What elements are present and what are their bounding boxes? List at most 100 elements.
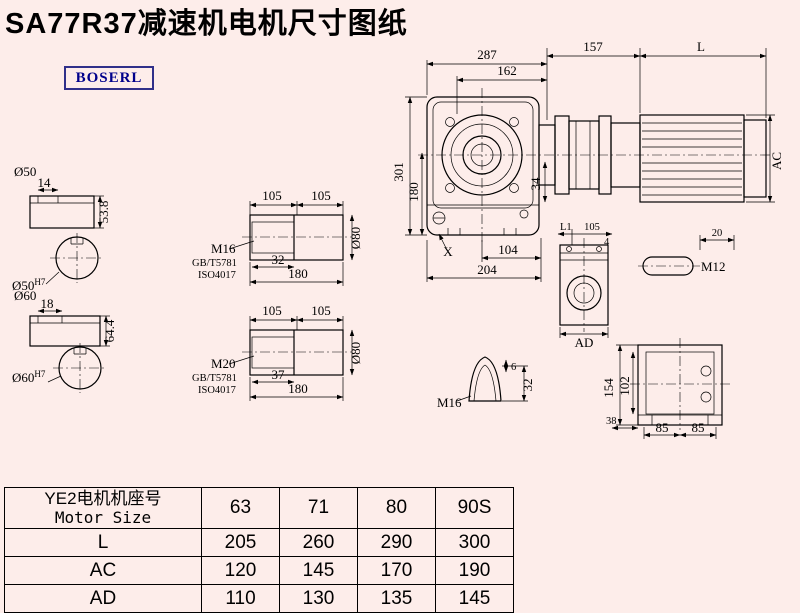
- table-row-AC: AC 120 145 170 190: [4, 556, 514, 585]
- table-header-cn: YE2电机机座号: [44, 489, 162, 508]
- dim-287: 287: [477, 47, 497, 62]
- value-L-63: 205: [201, 528, 280, 557]
- value-AD-63: 110: [201, 584, 280, 613]
- frame-size-63: 63: [201, 487, 280, 529]
- dim-105a-m16: 105: [262, 188, 282, 203]
- dim-102: 102: [617, 376, 632, 396]
- dim-34: 34: [528, 177, 543, 191]
- main-assembly-view: [418, 88, 772, 245]
- frame-size-90s: 90S: [435, 487, 514, 529]
- dim-105a-m20: 105: [262, 303, 282, 318]
- table-row-L: L 205 260 290 300: [4, 528, 514, 557]
- shaft50-label: Ø50: [14, 164, 36, 179]
- dim-X: X: [443, 244, 453, 259]
- std-gbt5781-m20: GB/T5781: [192, 373, 237, 384]
- dim-37-m20: 37: [272, 367, 286, 382]
- hollow-shaft-m16-view: 105 105 M16 GB/T5781 ISO4017 32 180 Ø80: [192, 188, 363, 286]
- dim-105b-m16: 105: [311, 188, 331, 203]
- dim-301: 301: [391, 162, 406, 182]
- value-AD-90s: 145: [435, 584, 514, 613]
- value-AC-90s: 190: [435, 556, 514, 585]
- value-AC-63: 120: [201, 556, 280, 585]
- output-flange-circle: [441, 114, 523, 196]
- dim-105b-m20: 105: [311, 303, 331, 318]
- dim-64_4: 64.4: [102, 319, 117, 342]
- value-AC-71: 145: [279, 556, 358, 585]
- row-label-AC: AC: [4, 556, 202, 585]
- rear-view: 154 102 38 85 85: [601, 338, 730, 439]
- value-L-90s: 300: [435, 528, 514, 557]
- shaft50-section: [29, 195, 95, 229]
- dim-180-m20: 180: [288, 381, 308, 396]
- std-iso4017-m20: ISO4017: [198, 385, 236, 396]
- output-side-view: L1 105 4 AD: [557, 222, 613, 350]
- hollow-shaft-m16-body: [249, 214, 344, 261]
- m12-stub-body: [642, 256, 694, 276]
- motor-body: [639, 114, 745, 203]
- shaft-50-views: Ø50 14 53.8 Ø50H7: [12, 164, 111, 293]
- dim-18: 18: [41, 296, 54, 311]
- frame-size-71: 71: [279, 487, 358, 529]
- shaft60-section: [29, 315, 101, 347]
- thread-m16-label: M16: [211, 241, 236, 256]
- page-title: SA77R37减速机电机尺寸图纸: [5, 8, 408, 40]
- motor-size-table: YE2电机机座号 Motor Size 63 71 80 90S L 205 2…: [4, 487, 514, 613]
- dim-38: 38: [606, 416, 617, 427]
- cone-body: [468, 356, 502, 402]
- dim-104: 104: [498, 242, 518, 257]
- table-header-en: Motor Size: [54, 508, 152, 527]
- value-L-80: 290: [357, 528, 436, 557]
- dim-AC: AC: [769, 152, 784, 170]
- shaft-60-views: Ø60 18 64.4 Ø60H7: [12, 288, 117, 393]
- dim-32-m16: 32: [272, 252, 285, 267]
- table-row-AD: AD 110 130 135 145: [4, 584, 514, 613]
- dim-L1: L1: [560, 222, 572, 233]
- frame-size-80: 80: [357, 487, 436, 529]
- thread-m20-label: M20: [211, 356, 236, 371]
- dim-204: 204: [477, 262, 497, 277]
- dim-dia80-m20: Ø80: [348, 342, 363, 364]
- technical-drawing: 287 162 157 L 301 180 34 X 104: [12, 39, 784, 439]
- dim-53_8: 53.8: [96, 201, 111, 224]
- value-AD-80: 135: [357, 584, 436, 613]
- dim-6: 6: [511, 362, 516, 373]
- table-header-label-cell: YE2电机机座号 Motor Size: [4, 487, 202, 529]
- hollow-shaft-m20-body: [249, 329, 344, 376]
- row-label-L: L: [4, 528, 202, 557]
- dim-32-cone: 32: [520, 379, 535, 392]
- std-iso4017-m16: ISO4017: [198, 270, 236, 281]
- dim-20: 20: [712, 228, 723, 239]
- dim-154: 154: [601, 378, 616, 398]
- fan-cover: [743, 119, 767, 198]
- dim-180-m16: 180: [288, 266, 308, 281]
- thread-m12-label: M12: [701, 259, 726, 274]
- value-AC-80: 170: [357, 556, 436, 585]
- dim-85b: 85: [692, 420, 705, 435]
- dim-L: L: [697, 39, 705, 54]
- value-AD-71: 130: [279, 584, 358, 613]
- brand-logo-text: BOSERL: [75, 69, 143, 86]
- shaft60-bore-label: Ø60H7: [12, 369, 46, 385]
- dim-85a: 85: [656, 420, 669, 435]
- thread-m16-cone-label: M16: [437, 395, 462, 410]
- value-L-71: 260: [279, 528, 358, 557]
- dim-105-side: 105: [584, 222, 600, 233]
- dim-AD: AD: [575, 335, 594, 350]
- dim-180: 180: [406, 182, 421, 202]
- dim-157: 157: [583, 39, 603, 54]
- dim-14: 14: [38, 175, 52, 190]
- breather-cone-view: 6 32 M16: [437, 356, 535, 410]
- std-gbt5781-m16: GB/T5781: [192, 258, 237, 269]
- row-label-AD: AD: [4, 584, 202, 613]
- shaft60-label: Ø60: [14, 288, 36, 303]
- dim-dia80-m16: Ø80: [348, 227, 363, 249]
- output-bore-circle: [462, 135, 502, 175]
- dim-4: 4: [604, 237, 610, 248]
- brand-logo-box: BOSERL: [64, 66, 154, 90]
- main-view-dimensions: 287 162 157 L 301 180 34 X 104: [391, 39, 784, 282]
- hollow-shaft-m20-view: 105 105 M20 GB/T5781 ISO4017 37 180 Ø80: [192, 303, 363, 401]
- shaft50-bore-label: Ø50H7: [12, 277, 46, 293]
- dim-162: 162: [497, 63, 517, 78]
- table-header-row: YE2电机机座号 Motor Size 63 71 80 90S: [4, 487, 514, 529]
